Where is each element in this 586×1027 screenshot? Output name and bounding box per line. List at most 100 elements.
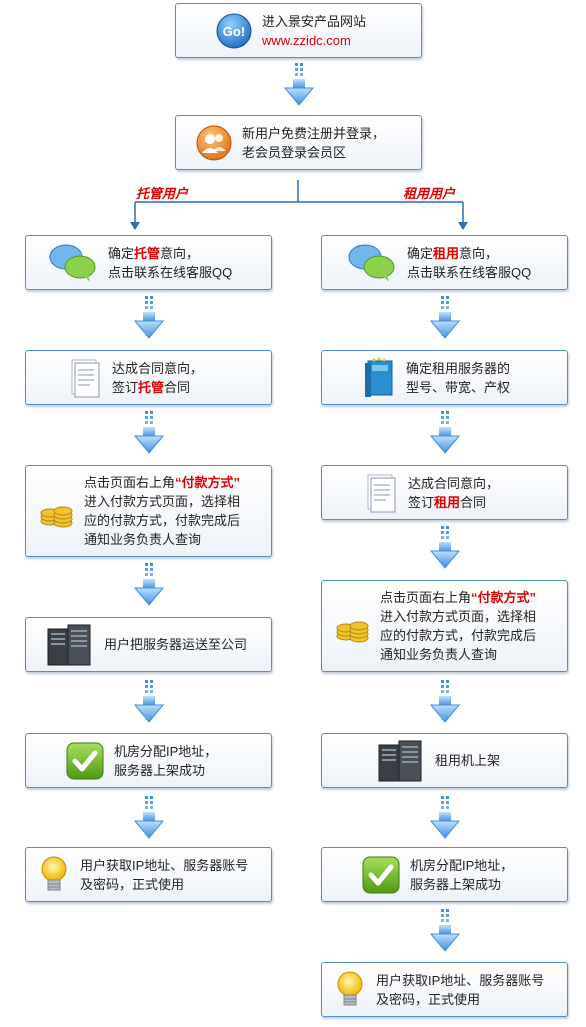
sign-contract-text: 达成合同意向， 签订托管合同 (112, 359, 203, 397)
get-credentials-text: 用户获取IP地址、服务器账号 及密码，正式使用 (80, 856, 248, 894)
highlight-text: 租用 (433, 245, 460, 261)
down-arrow-icon (430, 411, 460, 454)
credentials-line-1: 用户获取IP地址、服务器账号 (80, 857, 249, 873)
down-arrow-icon (134, 296, 164, 339)
chat-bubbles-icon (347, 243, 397, 283)
payment-line-4: 通知业务负责人查询 (380, 647, 498, 662)
go-icon: Go! (216, 13, 252, 49)
book-icon (362, 357, 396, 399)
payment-method-highlight: “付款方式” (175, 475, 241, 490)
lightbulb-icon (334, 969, 366, 1011)
down-arrow-icon (134, 411, 164, 454)
payment-method-highlight: “付款方式” (471, 590, 537, 605)
choose-server-line-1: 确定租用服务器的 (406, 360, 511, 376)
highlight-text: 托管 (138, 379, 165, 395)
down-arrow-icon (430, 680, 460, 723)
payment-line-2: 进入付款方式页面，选择相 (380, 609, 537, 624)
contract-line-1: 达成合同意向， (408, 475, 500, 491)
chat-bubbles-icon (48, 243, 98, 283)
right-step-rack-server: 租用机上架 (321, 733, 568, 788)
ship-server-text: 用户把服务器运送至公司 (104, 637, 248, 652)
text-fragment: 意向， (459, 245, 499, 261)
branch-label-rental: 租用用户 (403, 186, 456, 201)
text-fragment: 签订 (408, 494, 435, 510)
visit-website-text: 进入景安产品网站 www.zzidc.com (262, 12, 366, 50)
step-visit-website: Go! 进入景安产品网站 www.zzidc.com (175, 3, 422, 58)
text-fragment: 合同 (164, 379, 191, 395)
down-arrow-icon (134, 680, 164, 723)
coins-icon (334, 608, 370, 644)
register-text: 新用户免费注册并登录， 老会员登录会员区 (242, 124, 385, 162)
left-step-assign-ip: 机房分配IP地址， 服务器上架成功 (25, 733, 272, 788)
text-fragment: 合同 (460, 494, 487, 510)
credentials-line-2: 及密码，正式使用 (80, 876, 185, 892)
down-arrow-icon (430, 909, 460, 952)
left-step-confirm-hosting: 确定托管意向， 点击联系在线客服QQ (25, 235, 272, 290)
assign-ip-line-1: 机房分配IP地址， (410, 857, 514, 873)
sign-contract-text: 达成合同意向， 签订租用合同 (408, 474, 499, 512)
text-fragment: 点击页面右上角 (380, 590, 472, 605)
visit-website-line: 进入景安产品网站 (262, 13, 367, 29)
left-step-sign-contract: 达成合同意向， 签订托管合同 (25, 350, 272, 405)
down-arrow-icon (430, 296, 460, 339)
branch-connector (130, 180, 468, 230)
right-step-get-credentials: 用户获取IP地址、服务器账号 及密码，正式使用 (321, 962, 568, 1017)
highlight-text: 租用 (434, 494, 461, 510)
right-step-payment: 点击页面右上角“付款方式” 进入付款方式页面，选择相 应的付款方式，付款完成后 … (321, 580, 568, 672)
confirm-rental-text: 确定租用意向， 点击联系在线客服QQ (407, 244, 531, 282)
down-arrow-icon (134, 796, 164, 839)
text-fragment: 点击页面右上角 (84, 475, 176, 490)
payment-line-3: 应的付款方式，付款完成后 (84, 513, 241, 528)
users-icon (196, 125, 232, 161)
checkmark-icon (66, 742, 104, 780)
assign-ip-line-1: 机房分配IP地址， (114, 743, 218, 759)
left-step-ship-server: 用户把服务器运送至公司 (25, 617, 272, 672)
assign-ip-line-2: 服务器上架成功 (114, 762, 206, 778)
right-step-sign-contract: 达成合同意向， 签订租用合同 (321, 465, 568, 520)
server-rack-icon (377, 739, 425, 783)
right-step-confirm-rental: 确定租用意向， 点击联系在线客服QQ (321, 235, 568, 290)
assign-ip-text: 机房分配IP地址， 服务器上架成功 (410, 856, 513, 894)
highlight-text: 托管 (134, 245, 161, 261)
website-url-link[interactable]: www.zzidc.com (262, 32, 351, 48)
step-register-login: 新用户免费注册并登录， 老会员登录会员区 (175, 115, 422, 170)
contact-qq-text: 点击联系在线客服QQ (108, 264, 233, 280)
down-arrow-icon (430, 796, 460, 839)
right-step-assign-ip: 机房分配IP地址， 服务器上架成功 (321, 847, 568, 902)
svg-text:Go!: Go! (223, 24, 245, 39)
register-line-1: 新用户免费注册并登录， (242, 125, 386, 141)
payment-line-3: 应的付款方式，付款完成后 (380, 628, 537, 643)
confirm-hosting-text: 确定托管意向， 点击联系在线客服QQ (108, 244, 232, 282)
payment-text: 点击页面右上角“付款方式” 进入付款方式页面，选择相 应的付款方式，付款完成后 … (84, 473, 240, 549)
down-arrow-icon (430, 526, 460, 569)
checkmark-icon (362, 856, 400, 894)
left-step-payment: 点击页面右上角“付款方式” 进入付款方式页面，选择相 应的付款方式，付款完成后 … (25, 465, 272, 557)
branch-label-hosting: 托管用户 (136, 186, 189, 201)
text-fragment: 签订 (112, 379, 139, 395)
choose-server-text: 确定租用服务器的 型号、带宽、产权 (406, 359, 510, 397)
choose-server-line-2: 型号、带宽、产权 (406, 379, 511, 395)
right-step-choose-server: 确定租用服务器的 型号、带宽、产权 (321, 350, 568, 405)
credentials-line-2: 及密码，正式使用 (376, 991, 481, 1007)
assign-ip-text: 机房分配IP地址， 服务器上架成功 (114, 742, 217, 780)
document-icon (68, 358, 102, 398)
text-fragment: 确定 (108, 245, 135, 261)
payment-line-4: 通知业务负责人查询 (84, 532, 202, 547)
coins-icon (38, 493, 74, 529)
text-fragment: 确定 (407, 245, 434, 261)
credentials-line-1: 用户获取IP地址、服务器账号 (376, 972, 545, 988)
assign-ip-line-2: 服务器上架成功 (410, 876, 502, 892)
contract-line-1: 达成合同意向， (112, 360, 204, 376)
rack-server-text: 租用机上架 (435, 753, 501, 768)
down-arrow-icon (134, 563, 164, 606)
server-rack-icon (46, 623, 94, 667)
text-fragment: 意向， (160, 245, 200, 261)
payment-text: 点击页面右上角“付款方式” 进入付款方式页面，选择相 应的付款方式，付款完成后 … (380, 588, 536, 664)
register-line-2: 老会员登录会员区 (242, 144, 347, 160)
contact-qq-text: 点击联系在线客服QQ (407, 264, 532, 280)
lightbulb-icon (38, 854, 70, 896)
get-credentials-text: 用户获取IP地址、服务器账号 及密码，正式使用 (376, 971, 544, 1009)
document-icon (364, 473, 398, 513)
payment-line-2: 进入付款方式页面，选择相 (84, 494, 241, 509)
left-step-get-credentials: 用户获取IP地址、服务器账号 及密码，正式使用 (25, 847, 272, 902)
